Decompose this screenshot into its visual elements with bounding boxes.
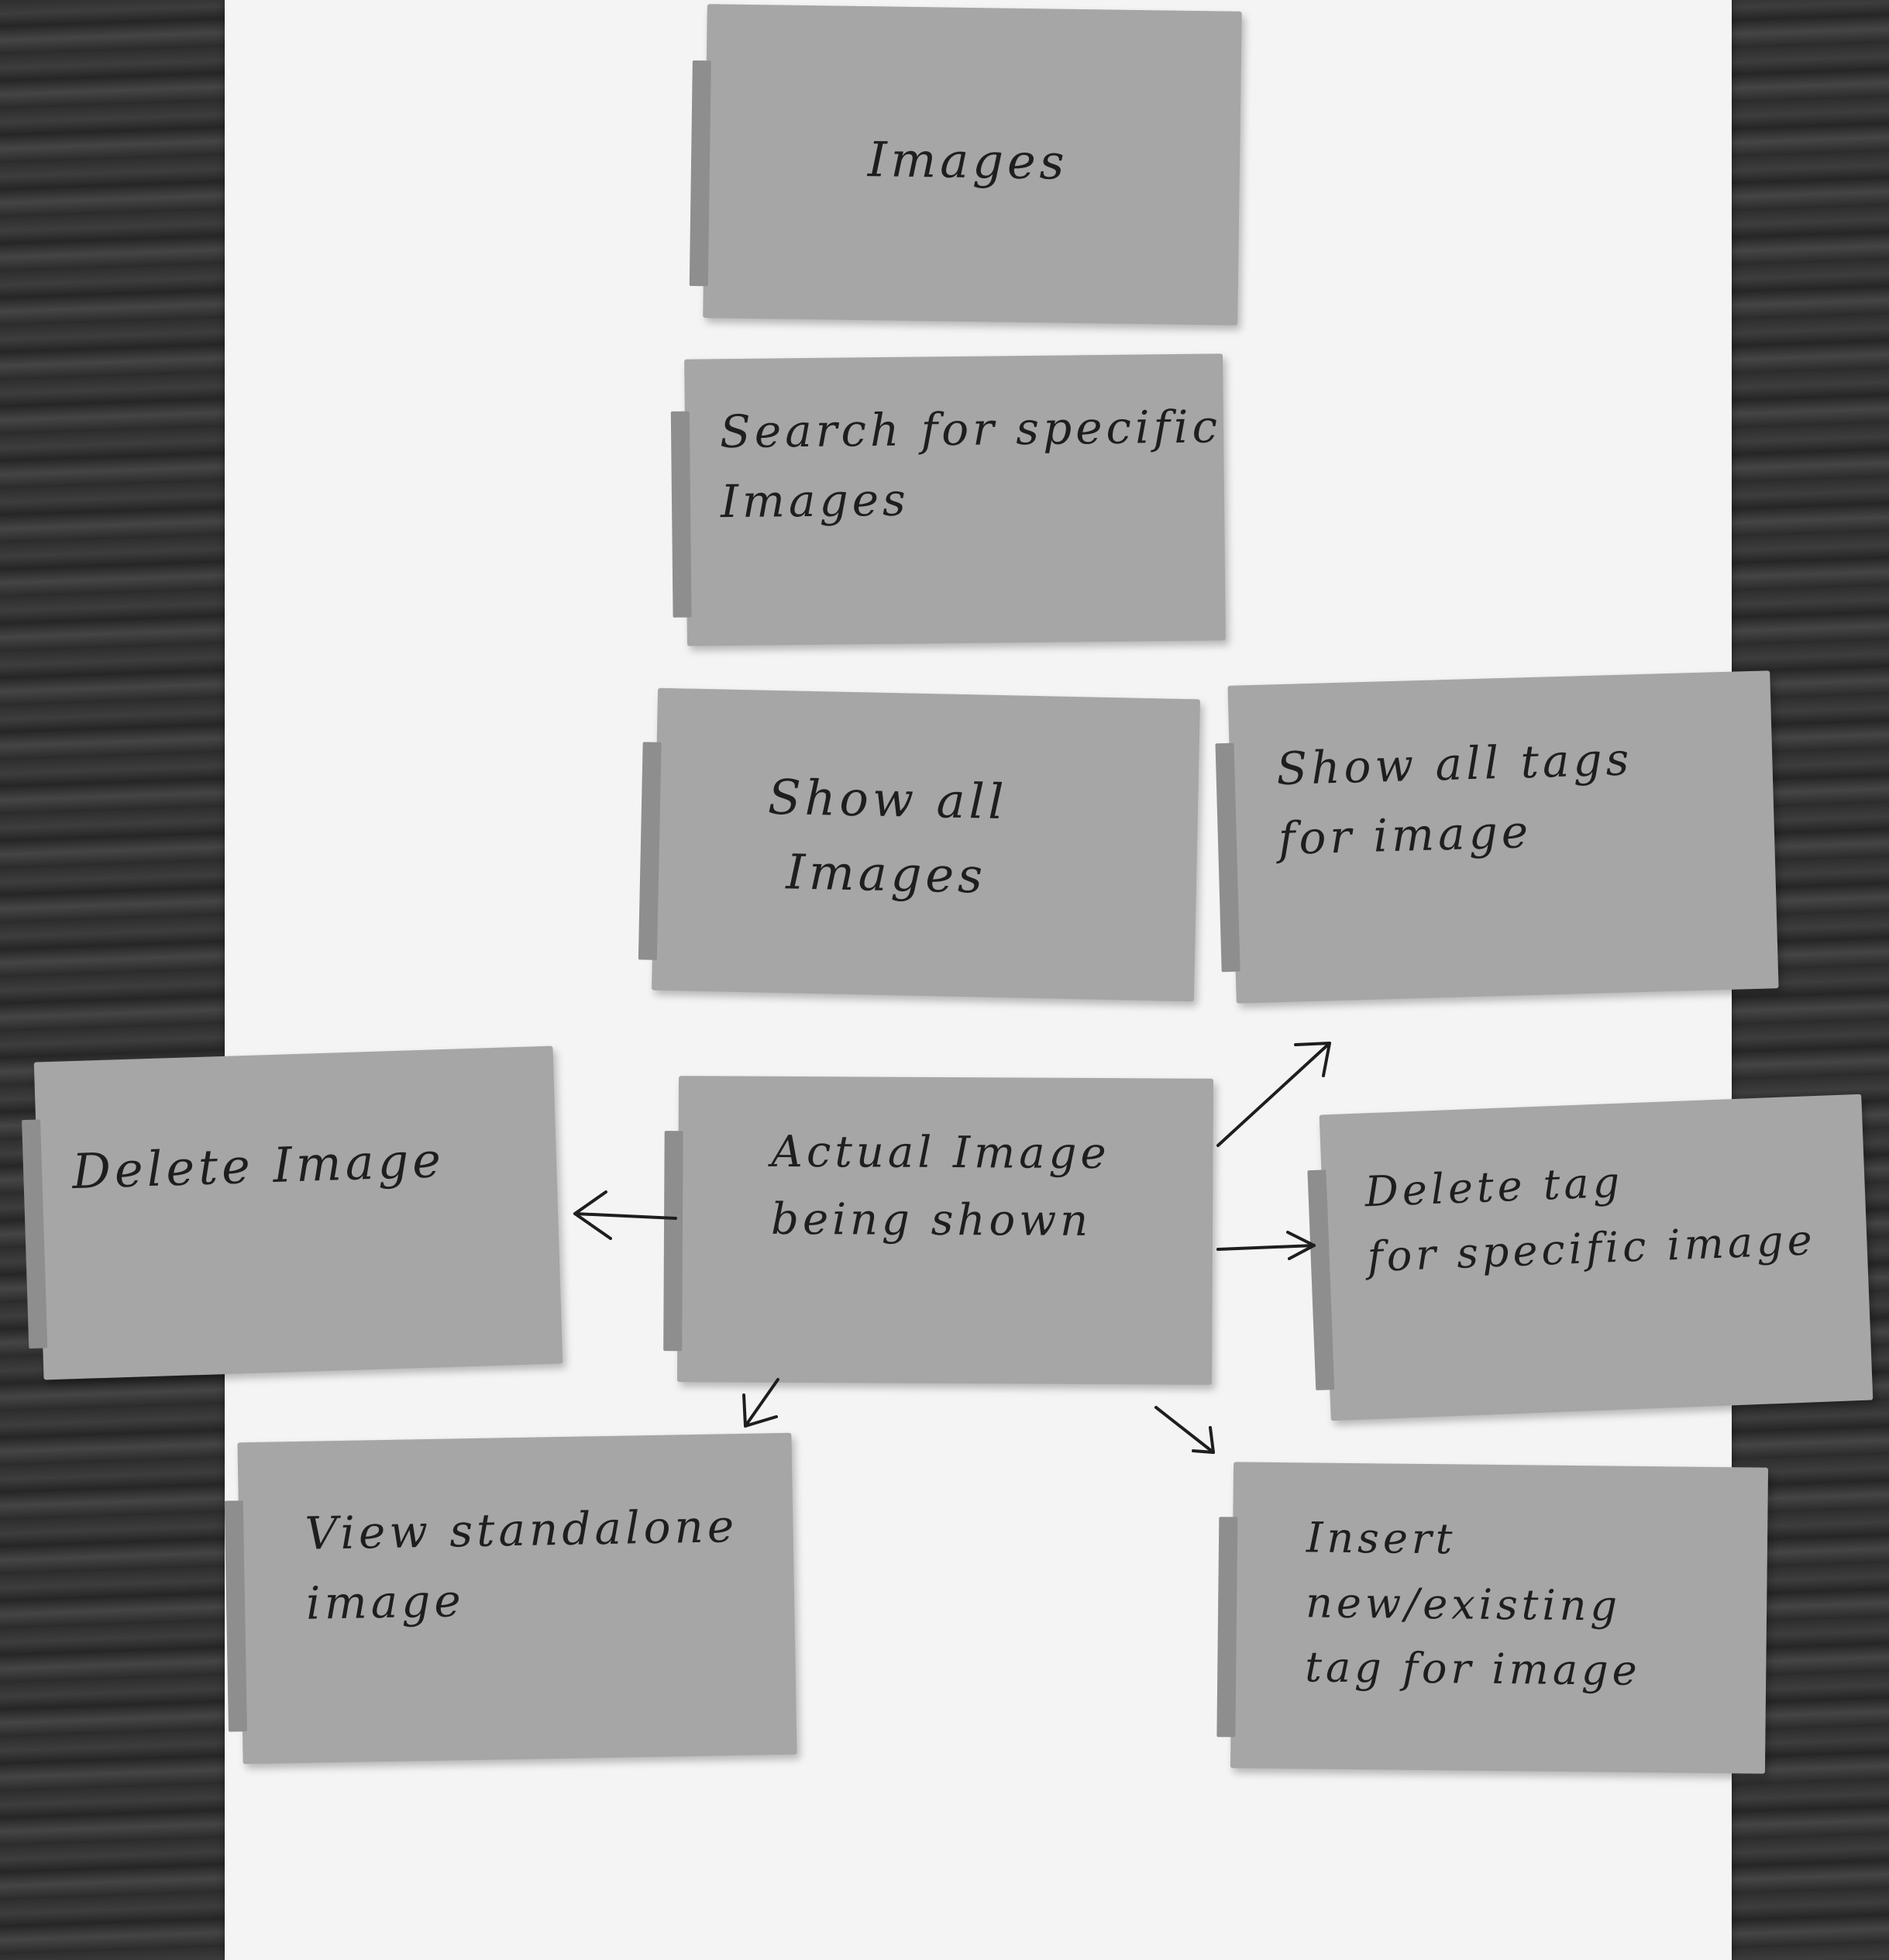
arrow-to-insert-tag <box>1154 1406 1215 1454</box>
arrow-to-delete-image <box>573 1190 677 1240</box>
arrow-to-delete-tag <box>1216 1231 1316 1260</box>
arrow-to-view-standalone <box>742 1378 779 1428</box>
arrow-to-show-all-tags <box>1216 1042 1331 1147</box>
